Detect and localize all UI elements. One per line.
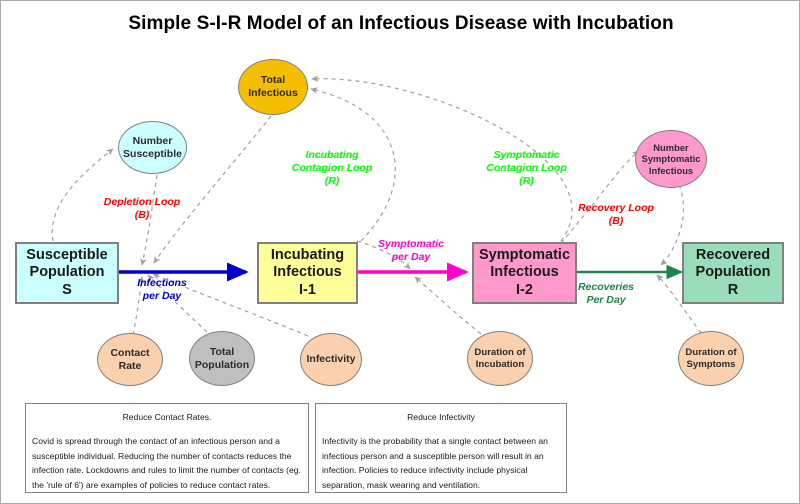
note-title: Reduce Infectivity xyxy=(407,412,475,422)
aux-label: Infectivity xyxy=(306,353,356,366)
page-title: Simple S-I-R Model of an Infectious Dise… xyxy=(128,13,674,34)
aux-number-symptomatic-infectious[interactable]: Number Symptomatic Infectious xyxy=(635,130,707,188)
note-reduce-infectivity: Reduce Infectivity Infectivity is the pr… xyxy=(315,403,567,493)
stock-label: Incubating Infectious I-1 xyxy=(270,247,345,298)
aux-contact-rate[interactable]: Contact Rate xyxy=(97,333,163,386)
stock-incubating-infectious[interactable]: Incubating Infectious I-1 xyxy=(257,242,358,304)
aux-label: Duration of Incubation xyxy=(474,347,526,370)
flow-label-symptomatic-per-day: Symptomatic per Day xyxy=(378,238,444,263)
stock-label: Susceptible Population S xyxy=(26,247,108,298)
note-title: Reduce Contact Rates. xyxy=(122,412,212,422)
stock-label: Recovered Population R xyxy=(695,247,771,298)
loop-label-depletion: Depletion Loop (B) xyxy=(103,196,181,222)
note-body: Infectivity is the probability that a si… xyxy=(322,435,548,491)
aux-duration-of-incubation[interactable]: Duration of Incubation xyxy=(467,331,533,386)
aux-label: Number Susceptible xyxy=(123,134,182,160)
stock-label: Symptomatic Infectious I-2 xyxy=(478,247,571,298)
loop-label-recovery: Recovery Loop (B) xyxy=(578,202,654,228)
stock-recovered-population[interactable]: Recovered Population R xyxy=(682,242,784,304)
loop-label-symptomatic-contagion: Symptomatic Contagion Loop (R) xyxy=(486,149,567,188)
stock-symptomatic-infectious[interactable]: Symptomatic Infectious I-2 xyxy=(472,242,577,304)
note-reduce-contact-rates: Reduce Contact Rates. Covid is spread th… xyxy=(25,403,309,493)
aux-label: Contact Rate xyxy=(110,346,150,372)
aux-label: Total Infectious xyxy=(248,74,298,99)
aux-total-infectious[interactable]: Total Infectious xyxy=(238,59,308,115)
aux-infectivity[interactable]: Infectivity xyxy=(300,333,362,386)
aux-label: Duration of Symptoms xyxy=(685,347,737,370)
flow-label-infections-per-day: Infections per Day xyxy=(137,277,187,302)
stock-susceptible-population[interactable]: Susceptible Population S xyxy=(15,242,119,304)
flow-label-recoveries-per-day: Recoveries Per Day xyxy=(577,281,635,306)
aux-label: Total Population xyxy=(194,345,250,371)
aux-total-population[interactable]: Total Population xyxy=(189,331,255,386)
aux-label: Number Symptomatic Infectious xyxy=(641,142,701,176)
loop-label-incubating-contagion: Incubating Contagion Loop (R) xyxy=(291,149,373,188)
aux-duration-of-symptoms[interactable]: Duration of Symptoms xyxy=(678,331,744,386)
aux-number-susceptible[interactable]: Number Susceptible xyxy=(118,121,187,174)
note-body: Covid is spread through the contact of a… xyxy=(32,435,301,491)
